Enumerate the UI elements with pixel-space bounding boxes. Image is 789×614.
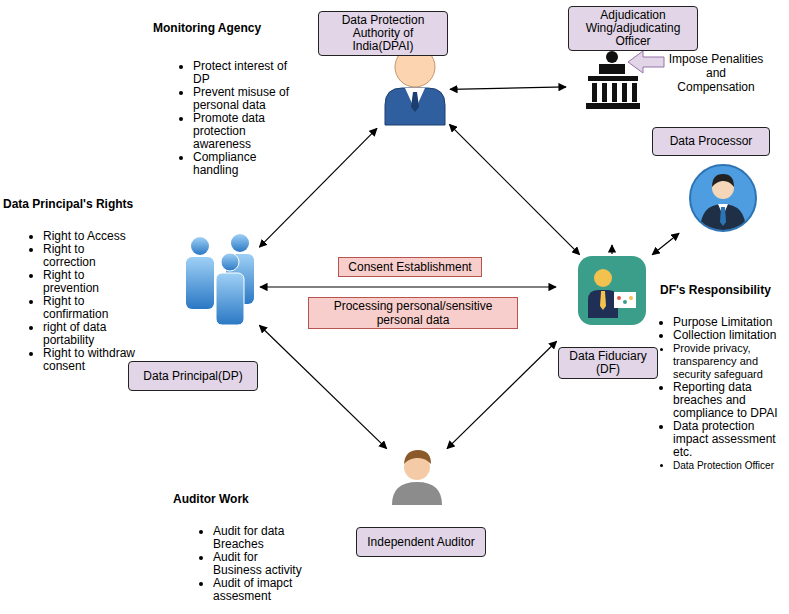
processor-icon [700,204,746,232]
bullet-item: Right to confirmation [43,295,138,321]
authority-person-icon [385,47,445,125]
connector-arrow [259,325,386,448]
bullet-item: Audit for Business activity [213,551,308,577]
node-text: Adjudication Wing/adjudicating Officer [573,9,693,48]
connector-arrow [260,286,556,287]
fiduciary-icon [578,256,646,325]
bullet-item: Compliance handling [193,151,305,177]
people-group-icon [221,253,239,271]
fiduciary-icon [588,290,618,318]
bullet-item: Collection limitation [673,329,783,342]
bullet-item: Right to withdraw consent [43,347,138,373]
bullet-item: Data Protection Officer [673,459,783,472]
court-icon [602,83,607,102]
people-group-icon [186,234,254,325]
processor-icon [690,165,756,232]
court-icon [599,64,625,74]
callout-arrow [628,51,664,73]
connector-arrow [449,124,579,254]
fiduciary-icon [600,291,606,310]
connector-arrow [259,128,377,247]
node-text: Data Protection Authority of India(DPAI) [323,14,443,53]
name-box: Data Protection Authority of India(DPAI) [318,11,448,56]
people-group-icon [191,237,209,255]
node-text: Data Principal(DP) [143,370,242,383]
bullet-item: Protect interest of DP [193,60,305,86]
fiduciary-icon [629,296,633,300]
court-icon [586,103,640,109]
authority-person-icon [411,92,419,112]
people-group-icon [216,273,244,325]
auditor-icon [392,450,442,505]
connector-arrow [447,341,557,448]
callout-label: Impose Penalities and Compensation [666,52,766,94]
name-box: Independent Auditor [356,527,486,557]
name-box: Adjudication Wing/adjudicating Officer [568,6,698,51]
people-group-icon [231,234,249,252]
actor-node: Data Fiduciary (DF) [558,256,658,379]
bullet-item: Provide privacy, transparency and securi… [673,342,783,381]
bullet-item: Right to correction [43,243,138,269]
small-up-arrow [612,245,613,254]
actor-node: Data Principal(DP) [128,235,258,391]
bullet-list: Right to AccessRight to correctionRight … [30,230,138,373]
connector-arrow [652,233,679,254]
fiduciary-icon [614,292,636,308]
bullet-item: Right to Access [43,230,138,243]
actor-node: Data Processor [652,127,770,232]
fiduciary-icon [578,256,646,325]
name-box: Data Principal(DP) [128,361,258,391]
section-heading: Data Principal's Rights [3,197,133,211]
fiduciary-icon [623,300,627,304]
name-box: Data Processor [652,127,770,156]
bullet-item: Purpose Limitation [673,316,783,329]
connector-arrow [450,87,566,89]
actor-node: Data Protection Authority of India(DPAI) [318,11,448,127]
authority-person-icon [385,88,445,125]
section-heading: DF's Responsibility [660,283,771,297]
actor-node: Independent Auditor [356,450,486,557]
node-text: Consent Establishment [348,260,471,274]
node-text: Independent Auditor [367,536,474,549]
bullet-item: Right to prevention [43,269,138,295]
processor-icon [712,174,734,187]
process-note-box: Consent Establishment [338,257,482,277]
bullet-item: Promote data protection awareness [193,112,305,151]
bullet-item: Prevent misuse of personal data [193,86,305,112]
court-icon [632,83,637,102]
auditor-icon [392,482,442,505]
fiduciary-icon [594,269,612,287]
node-text: Processing personal/sensitive personal d… [313,299,513,327]
section-heading: Monitoring Agency [153,21,261,35]
bullet-item: Data protection impact assessment etc. [673,420,783,459]
bullet-item: Audit for data Breaches [213,525,308,551]
name-box: Data Fiduciary (DF) [558,347,658,379]
node-text: Data Fiduciary (DF) [563,350,653,376]
bullet-list: Audit for data BreachesAudit for Busines… [200,525,308,603]
bullet-item: right of data portability [43,321,138,347]
fiduciary-icon [617,296,621,300]
bullet-item: Audit of imapct assesment [213,577,308,603]
processor-icon [690,165,756,231]
processor-icon [720,207,726,226]
court-icon [612,83,617,102]
court-icon [588,76,638,81]
court-icon [606,51,618,63]
auditor-icon [404,450,431,464]
court-icon [622,83,627,102]
bullet-list: Protect interest of DPPrevent misuse of … [180,60,305,177]
section-heading: Auditor Work [173,492,249,506]
people-group-icon [186,257,214,309]
small-up-arrow [611,245,612,254]
processor-icon [700,204,746,232]
bullet-item: Reporting data breaches and compliance t… [673,381,783,420]
node-text: Data Processor [670,135,753,148]
process-note-box: Processing personal/sensitive personal d… [308,297,518,329]
bullet-list: Purpose LimitationCollection limitationP… [660,316,783,472]
callout-arrow [628,51,664,73]
court-icon [592,83,597,102]
